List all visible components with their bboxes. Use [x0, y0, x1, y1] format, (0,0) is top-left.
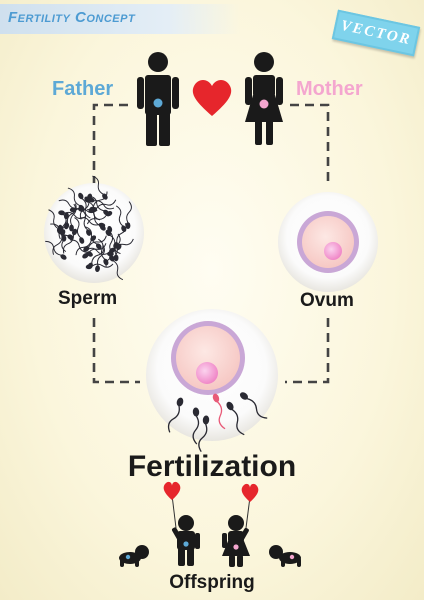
offspring-label: Offspring	[169, 572, 255, 593]
ovum-label: Ovum	[300, 290, 354, 311]
heart-icon	[192, 80, 232, 116]
sperm-label: Sperm	[58, 288, 118, 309]
baby-left	[119, 545, 149, 567]
mother-label: Mother	[296, 78, 363, 100]
fertilization-label: Fertilization	[127, 450, 297, 483]
title-banner	[0, 4, 240, 34]
baby-right	[269, 545, 301, 567]
father-figure	[137, 52, 179, 146]
ovum-cell	[278, 192, 378, 292]
boy-figure	[163, 481, 200, 566]
father-label: Father	[52, 78, 114, 100]
offspring-group	[119, 481, 301, 567]
sperm-cluster	[42, 174, 144, 283]
mother-figure	[245, 52, 283, 145]
fertilization-cell	[146, 309, 278, 453]
girl-figure	[222, 483, 259, 567]
connector-lines	[92, 103, 330, 384]
page-title: Fertility Concept	[8, 9, 136, 26]
